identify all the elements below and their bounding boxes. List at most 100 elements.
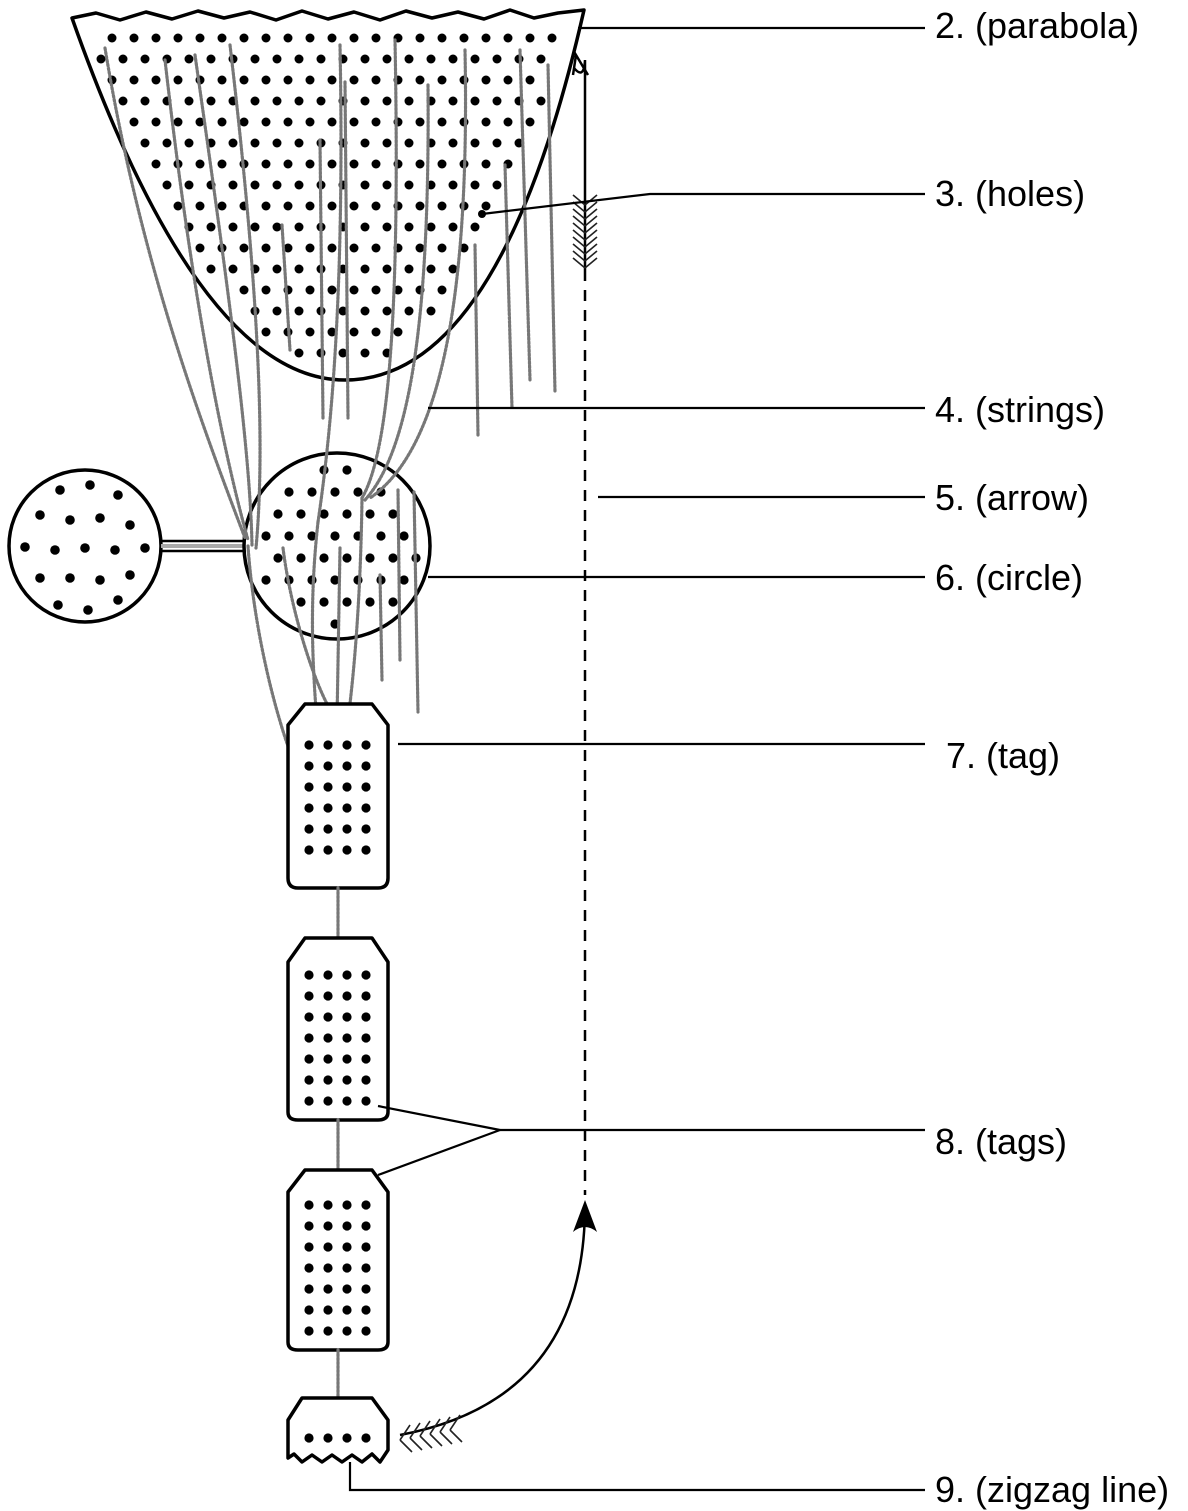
hole — [350, 202, 359, 211]
hole — [83, 605, 93, 615]
hole — [361, 1200, 370, 1209]
hole — [229, 181, 238, 190]
hole — [163, 181, 172, 190]
hole — [304, 1326, 313, 1335]
hole — [55, 485, 65, 495]
hole — [251, 181, 260, 190]
hole — [185, 97, 194, 106]
hole — [323, 1284, 332, 1293]
hole — [295, 223, 304, 232]
hole — [304, 1096, 313, 1105]
hole — [304, 803, 313, 812]
hole — [163, 139, 172, 148]
hole — [405, 223, 414, 232]
hole — [323, 1326, 332, 1335]
hole — [304, 1221, 313, 1230]
hole — [361, 307, 370, 316]
hole — [50, 545, 60, 555]
hole — [295, 97, 304, 106]
hole — [328, 34, 337, 43]
hole — [342, 1221, 351, 1230]
hole — [296, 509, 305, 518]
hole — [304, 824, 313, 833]
hole — [350, 328, 359, 337]
hole — [361, 181, 370, 190]
hole — [342, 1433, 351, 1442]
hole — [273, 509, 282, 518]
hole — [251, 97, 260, 106]
hole — [323, 1200, 332, 1209]
hole — [438, 244, 447, 253]
hole — [342, 1012, 351, 1021]
hole — [323, 761, 332, 770]
leader-tags-a — [378, 1106, 500, 1130]
hole — [361, 1075, 370, 1084]
hole — [361, 97, 370, 106]
hole — [323, 845, 332, 854]
hole — [383, 55, 392, 64]
hole — [342, 509, 351, 518]
hole — [361, 1033, 370, 1042]
hole — [304, 1433, 313, 1442]
hole — [130, 118, 139, 127]
hole — [141, 97, 150, 106]
hole — [65, 573, 75, 583]
hole — [125, 520, 135, 530]
hole — [342, 1284, 351, 1293]
hole — [361, 782, 370, 791]
hole — [306, 286, 315, 295]
hole — [95, 575, 105, 585]
hole — [482, 118, 491, 127]
hole — [460, 34, 469, 43]
hole — [323, 1221, 332, 1230]
hole — [174, 202, 183, 211]
hole — [97, 55, 106, 64]
hole — [262, 118, 271, 127]
label-parabola: 2. (parabola) — [935, 5, 1139, 46]
hole — [350, 34, 359, 43]
hole — [361, 1096, 370, 1105]
hole — [35, 573, 45, 583]
hole — [342, 1200, 351, 1209]
hole — [449, 139, 458, 148]
hole — [284, 487, 293, 496]
hole — [304, 1075, 313, 1084]
label-strings: 4. (strings) — [935, 389, 1105, 430]
hole — [273, 97, 282, 106]
hole — [141, 139, 150, 148]
hole — [152, 160, 161, 169]
hole — [295, 349, 304, 358]
hole — [342, 465, 351, 474]
hole — [304, 1242, 313, 1251]
hole — [273, 55, 282, 64]
arrow-curve — [400, 1205, 585, 1435]
hole — [405, 55, 414, 64]
hole — [262, 160, 271, 169]
hole — [218, 160, 227, 169]
hole — [342, 1054, 351, 1063]
hole — [372, 34, 381, 43]
hole — [438, 286, 447, 295]
hole — [471, 223, 480, 232]
hole — [405, 265, 414, 274]
hole — [449, 55, 458, 64]
hole — [273, 181, 282, 190]
hole — [80, 543, 90, 553]
hole — [383, 223, 392, 232]
hole — [273, 223, 282, 232]
hole — [471, 55, 480, 64]
hole — [125, 570, 135, 580]
hole — [372, 160, 381, 169]
hole — [323, 1096, 332, 1105]
hole — [323, 1433, 332, 1442]
hole — [361, 1305, 370, 1314]
hole — [361, 1012, 370, 1021]
hole — [493, 139, 502, 148]
hole — [306, 244, 315, 253]
hole — [361, 265, 370, 274]
hole — [328, 118, 337, 127]
hole — [304, 1033, 313, 1042]
hole — [342, 1096, 351, 1105]
hole — [399, 531, 408, 540]
hole — [284, 531, 293, 540]
